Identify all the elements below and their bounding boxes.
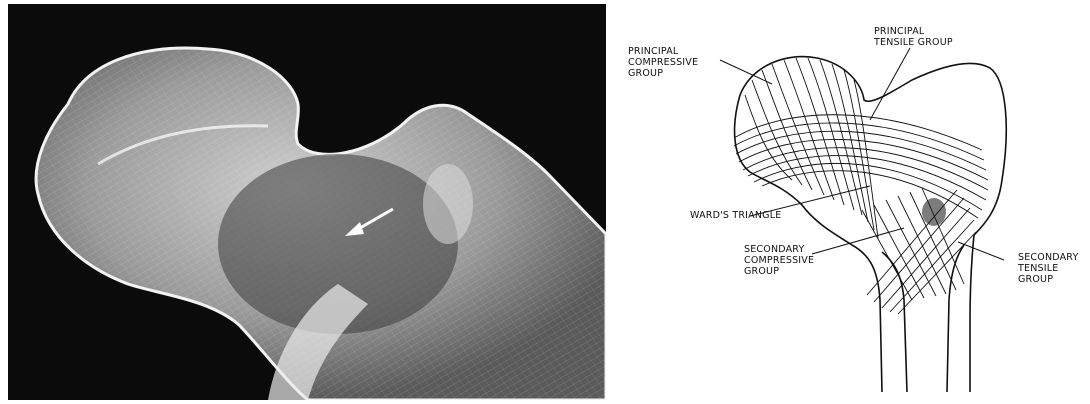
label-principal-compressive-group: PRINCIPAL COMPRESSIVE GROUP — [628, 46, 698, 79]
principal-tensile-lines — [734, 115, 988, 218]
trabecular-schematic: PRINCIPAL COMPRESSIVE GROUP PRINCIPAL TE… — [612, 0, 1090, 404]
label-wards-triangle: WARD'S TRIANGLE — [690, 210, 781, 221]
leader-principal-compressive — [720, 60, 772, 84]
femur-radiograph — [8, 4, 606, 400]
leader-secondary-compressive — [812, 228, 904, 254]
leader-secondary-tensile — [958, 242, 1004, 260]
greater-trochanter-dense-area — [922, 198, 946, 226]
radiograph-image — [8, 4, 606, 400]
label-secondary-tensile-group: SECONDARY TENSILE GROUP — [1018, 252, 1079, 285]
label-principal-tensile-group: PRINCIPAL TENSILE GROUP — [874, 26, 953, 48]
label-secondary-compressive-group: SECONDARY COMPRESSIVE GROUP — [744, 244, 814, 277]
